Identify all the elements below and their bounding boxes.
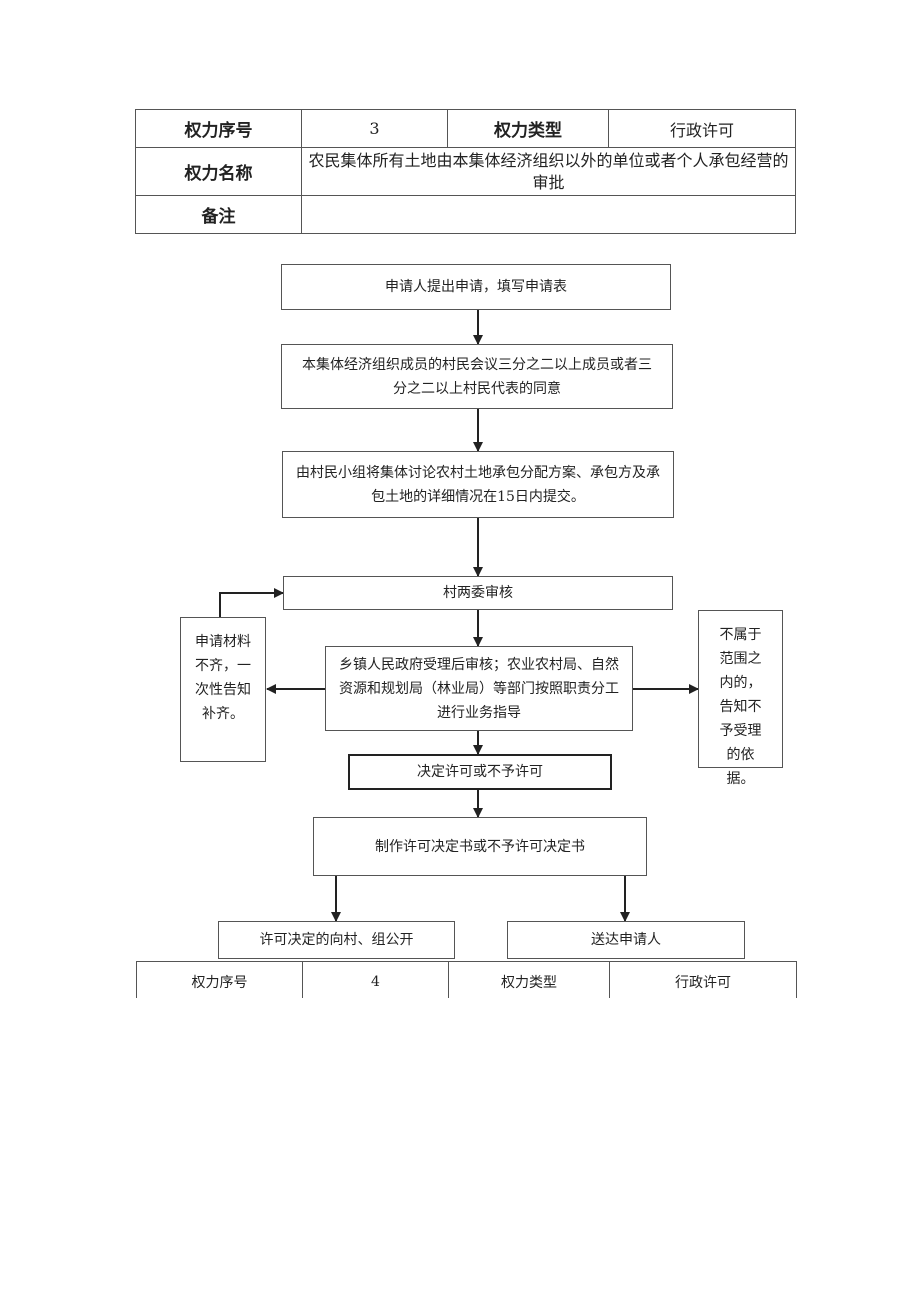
step-submit-text: 由村民小组将集体讨论农村土地承包分配方案、承包方及承包土地的详细情况在15日内提… [296, 464, 660, 505]
step-decision-text: 决定许可或不予许可 [417, 764, 543, 780]
step-publish: 许可决定的向村、组公开 [218, 921, 455, 959]
step-consent: 本集体经济组织成员的村民会议三分之二以上成员或者三分之二以上村民代表的同意 [281, 344, 673, 409]
power-info-table: 权力序号 3 权力类型 行政许可 权力名称 农民集体所有土地由本集体经济组织以外… [135, 109, 796, 234]
step-publish-text: 许可决定的向村、组公开 [259, 932, 414, 948]
step-village-review-text: 村两委审核 [443, 585, 513, 601]
step-make-document-text: 制作许可决定书或不予许可决定书 [375, 838, 585, 855]
step-deliver: 送达申请人 [507, 921, 745, 959]
power-info-table-2: 权力序号 4 权力类型 行政许可 [136, 961, 797, 998]
power-info-table-2-clip: 权力序号 4 权力类型 行政许可 [136, 961, 798, 998]
step-make-document: 制作许可决定书或不予许可决定书 [313, 817, 647, 876]
step-apply-text: 申请人提出申请，填写申请表 [385, 279, 567, 295]
step-township-review-text: 乡镇人民政府受理后审核；农业农村局、自然资源和规划局（林业局）等部门按照职责分工… [339, 656, 619, 721]
step-consent-text: 本集体经济组织成员的村民会议三分之二以上成员或者三分之二以上村民代表的同意 [302, 356, 652, 397]
note-not-accepted: 不属于范围之内的，告知不予受理的依据。 [698, 610, 783, 787]
seq-value: 3 [301, 109, 448, 148]
step-township-review: 乡镇人民政府受理后审核；农业农村局、自然资源和规划局（林业局）等部门按照职责分工… [325, 646, 633, 731]
name-label: 权力名称 [135, 147, 302, 196]
seq-label: 权力序号 [135, 109, 302, 148]
note-incomplete-text: 申请材料不齐，一次性告知补齐。 [195, 634, 251, 722]
remark-value [301, 195, 796, 234]
step-deliver-text: 送达申请人 [591, 932, 661, 948]
remark-label: 备注 [135, 195, 302, 234]
step-decision: 决定许可或不予许可 [348, 754, 612, 790]
step-apply: 申请人提出申请，填写申请表 [281, 264, 671, 310]
step-submit: 由村民小组将集体讨论农村土地承包分配方案、承包方及承包土地的详细情况在15日内提… [282, 451, 674, 518]
note-incomplete-materials: 申请材料不齐，一次性告知补齐。 [180, 617, 266, 762]
name-value: 农民集体所有土地由本集体经济组织以外的单位或者个人承包经营的审批 [301, 147, 796, 196]
seq-label-2: 权力序号 [136, 961, 303, 998]
step-village-review: 村两委审核 [283, 576, 673, 610]
arrow-left-return [219, 588, 284, 617]
type-value-2: 行政许可 [609, 961, 797, 998]
type-label-2: 权力类型 [448, 961, 610, 998]
seq-value-2: 4 [302, 961, 449, 998]
note-not-accepted-text: 不属于范围之内的，告知不予受理的依据。 [719, 627, 762, 787]
